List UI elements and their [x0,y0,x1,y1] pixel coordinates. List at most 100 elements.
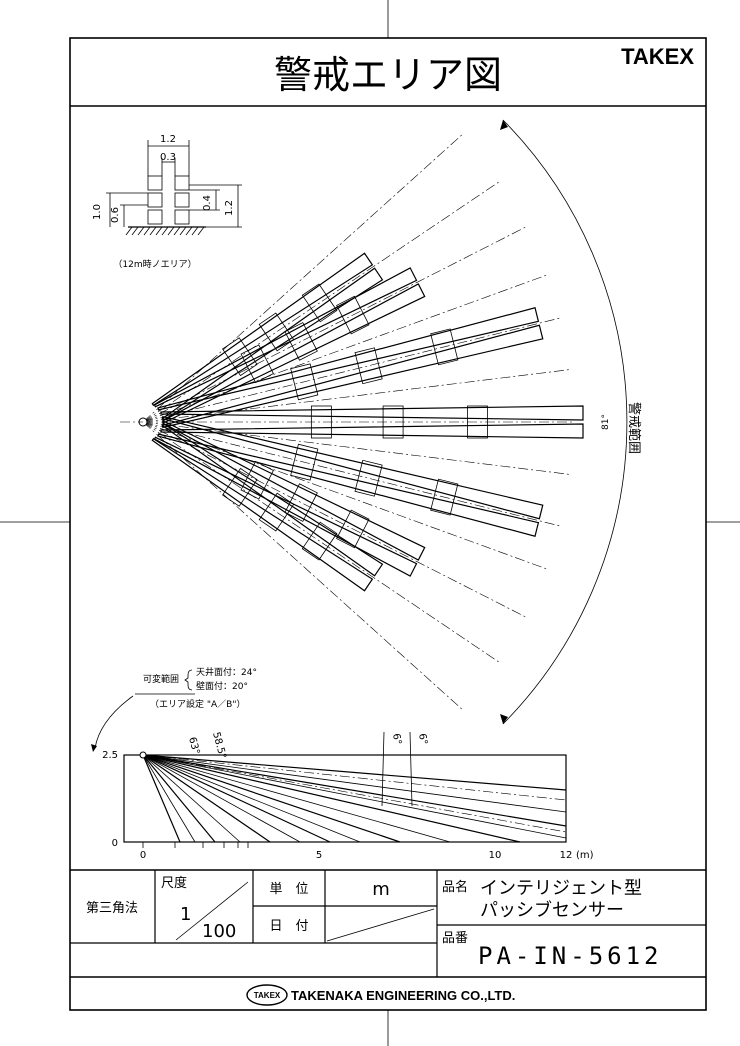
inset-height-right-inner: 0.4 [202,195,213,211]
centerline [142,226,527,423]
ground-hatch [143,226,151,236]
inset-height-right: 1.2 [224,200,235,216]
side-ray [142,754,241,843]
side-ray [142,754,361,843]
scale-numerator: 1 [180,904,191,925]
top-view-diagram: 81° 警戒範囲 [120,119,642,725]
title-block: 第三角法 尺度 1 100 単 位 m 日 付 品名 インテリジェント型 パッシ… [70,869,706,1006]
side-ray [142,754,567,791]
ground-hatch [179,226,187,236]
coverage-range-label: 警戒範囲 [626,402,642,454]
drawing-frame [69,37,707,1011]
side-ray [142,754,301,843]
scale-denominator: 100 [202,921,236,942]
unit-value: m [372,879,390,900]
beam-zone [161,283,426,424]
side-ray [142,754,331,843]
inset-width: 1.2 [160,134,176,145]
beam-segment [354,459,383,497]
beam-segment [354,347,383,385]
beam-zone [161,420,426,561]
side-sensor [139,751,147,759]
ground-hatch [161,226,169,236]
centerline [142,181,500,423]
wall-mount-angle: 壁面付：20° [196,680,248,692]
beam-zone [153,436,418,577]
angle-63: 63° [186,736,201,756]
beam-zone [153,267,418,408]
y-tick-top: 2.5 [102,750,118,761]
x-tick-10: 10 [489,850,502,861]
product-name-label: 品名 [442,879,468,895]
unit-label: 単 位 [269,881,308,897]
company-name: TAKENAKA ENGINEERING CO.,LTD. [291,988,515,1003]
company-logo-badge [246,984,288,1006]
adjust-label: 可変範囲 [143,673,179,685]
projection-method: 第三角法 [86,901,138,916]
ground-hatch [149,226,157,236]
ground-hatch [131,226,139,236]
side-ray [142,754,567,813]
ceiling-mount-angle: 天井面付：24° [196,666,257,678]
x-tick-5: 5 [316,850,322,861]
coverage-angle: 81° [601,414,611,430]
date-label: 日 付 [269,919,308,934]
ground-hatch [191,226,199,236]
side-centerline [142,754,567,801]
angle-58-5: 58.5° [210,731,228,760]
y-tick-zero: 0 [112,838,118,849]
arc-arrow-bottom [500,714,508,724]
beam-zone [161,415,544,520]
side-ray [142,754,216,843]
centerline [142,421,463,710]
side-ray [142,754,521,843]
product-name-line1: インテリジェント型 [480,878,642,899]
beam-centerlines [142,134,573,710]
arc-arrow-top [500,120,508,130]
company-logo-text: TAKEX [254,991,281,1000]
drawing-title: 警戒エリア図 [274,53,502,97]
angle-6-right: 6° [416,733,429,746]
coverage-arc [502,119,628,725]
side-view-rays [139,751,567,848]
x-tick-12: 12 [560,850,573,861]
beam-zone [151,252,374,407]
area-setting-note: （エリア設定 "A／B"） [150,698,245,710]
product-number-label: 品番 [442,931,468,946]
ground-hatch [137,226,145,236]
side-view-frame [123,754,567,843]
x-unit: (m) [576,850,594,861]
side-ray [142,754,451,843]
brand-logo: TAKEX [621,44,694,69]
ground-hatch [167,226,175,236]
beam-zone [157,307,540,411]
side-ray [142,754,567,827]
centerline [142,134,463,423]
side-ray [142,754,401,843]
product-code: PA-IN-5612 [478,942,663,970]
ground-hatch [197,226,205,236]
side-ray [142,754,196,843]
beam-zone [160,405,584,421]
side-ray [142,754,181,843]
ground-hatch [155,226,163,236]
scale-label: 尺度 [161,875,187,891]
product-name-line2: パッシブセンサー [480,899,624,921]
ground-hatch [185,226,193,236]
ground-hatch [125,226,133,236]
angle-6-left: 6° [390,733,403,746]
area-detail-inset: 1.2 0.3 1.0 0.6 0.4 1.2 （12m時ノエリア） [92,134,242,270]
inset-gap: 0.3 [160,152,176,163]
ground-hatch [173,226,181,236]
centerline [142,421,527,618]
inset-height-left-inner: 0.6 [110,207,121,223]
side-view-diagram: 2.5 0 0 5 10 12 (m) 可変範囲 天井面付：24° 壁面付：20… [91,666,594,861]
inset-caption: （12m時ノエリア） [113,259,196,270]
inset-height-left: 1.0 [92,204,103,220]
side-ray [142,754,271,843]
beam-zone [161,422,384,577]
x-tick-0: 0 [140,850,146,861]
beam-zone [151,437,374,592]
